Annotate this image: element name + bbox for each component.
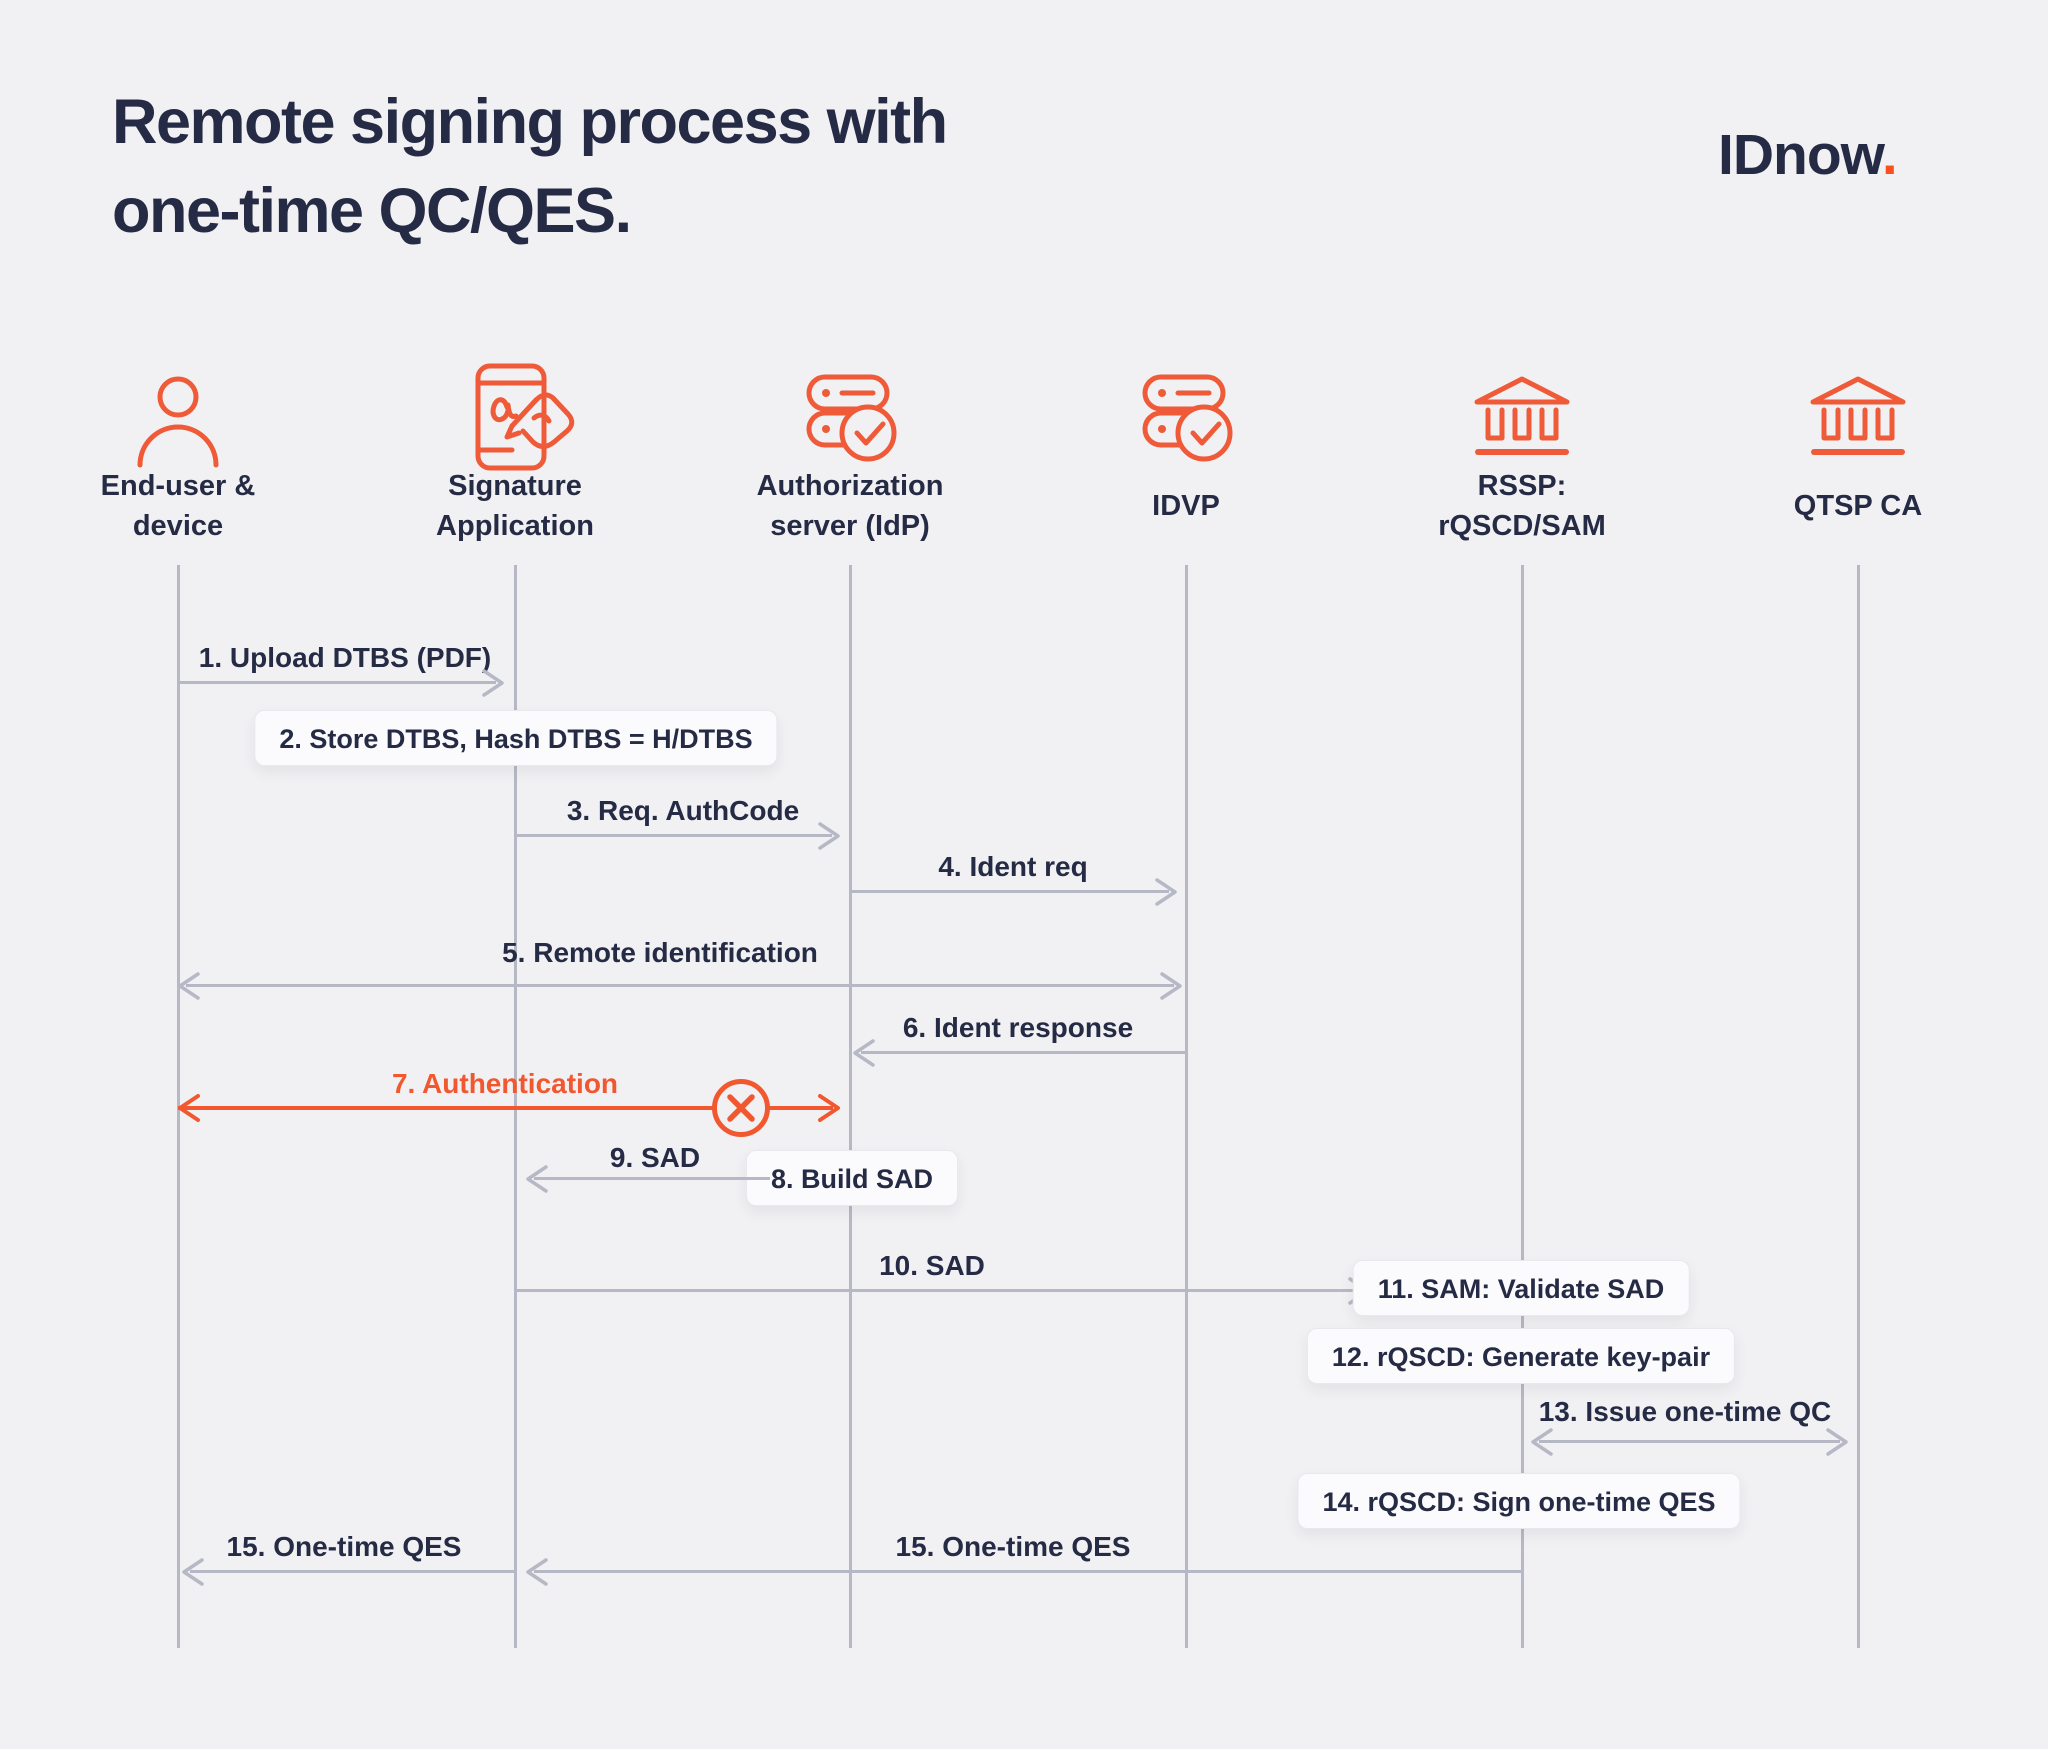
page-title-line1: Remote signing process with — [112, 87, 948, 157]
page-title: Remote signing process with one-time QC/… — [112, 78, 948, 256]
arrowhead-left-icon — [182, 1558, 204, 1586]
note-12: 12. rQSCD: Generate key-pair — [1306, 1328, 1736, 1384]
actor-label-line: End-user & — [100, 470, 256, 502]
message-arrow-3 — [515, 834, 832, 837]
actor-label-idvp: IDVP — [1152, 490, 1220, 522]
server-check-icon — [1131, 372, 1241, 468]
note-8: 8. Build SAD — [745, 1150, 959, 1206]
message-arrow-1 — [178, 681, 496, 684]
message-arrow-13 — [1539, 1440, 1840, 1443]
message-label-13: 13. Issue one-time QC — [1538, 1396, 1832, 1427]
actor-label-line: device — [132, 510, 224, 542]
message-arrow-9 — [534, 1177, 770, 1180]
message-arrow-7 — [178, 1106, 833, 1110]
message-label-3: 3. Req. AuthCode — [566, 795, 800, 826]
actor-label-signature-app: Signature Application — [436, 466, 594, 546]
message-arrow-15b — [190, 1570, 515, 1573]
arrowhead-left-icon — [526, 1165, 548, 1193]
message-label-5: 5. Remote identification — [502, 937, 818, 968]
message-label-7: 7. Authentication — [391, 1068, 619, 1099]
bank-icon — [1803, 372, 1913, 464]
arrowhead-left-icon — [1531, 1428, 1553, 1456]
arrowhead-right-icon — [818, 822, 840, 850]
arrowhead-left-icon — [526, 1558, 548, 1586]
message-label-10: 10. SAD — [879, 1250, 985, 1281]
arrowhead-left-icon — [178, 972, 200, 1000]
message-arrow-5 — [186, 984, 1174, 987]
x-circle-icon — [712, 1079, 770, 1137]
note-11: 11. SAM: Validate SAD — [1352, 1260, 1690, 1316]
lifeline-auth-server — [849, 565, 852, 1648]
message-label-15b: 15. One-time QES — [226, 1531, 462, 1562]
actor-label-line: Signature — [448, 470, 582, 502]
actor-label-line: Application — [436, 510, 594, 542]
idnow-logo-dot: . — [1881, 123, 1898, 187]
lifeline-qtsp-ca — [1857, 565, 1860, 1648]
note-2: 2. Store DTBS, Hash DTBS = H/DTBS — [254, 710, 778, 766]
actor-label-rssp: RSSP: rQSCD/SAM — [1438, 466, 1606, 546]
actor-label-line: Authorization — [756, 470, 944, 502]
arrowhead-left-icon — [853, 1039, 875, 1067]
arrowhead-right-icon — [818, 1094, 840, 1122]
arrowhead-right-icon — [1155, 878, 1177, 906]
lifeline-rssp — [1521, 565, 1524, 1648]
actor-label-line: rQSCD/SAM — [1438, 510, 1606, 542]
message-label-4: 4. Ident req — [938, 851, 1088, 882]
note-14: 14. rQSCD: Sign one-time QES — [1297, 1473, 1741, 1529]
idnow-logo: IDnow. — [1718, 122, 1898, 188]
arrowhead-right-icon — [1826, 1428, 1848, 1456]
message-label-6: 6. Ident response — [902, 1012, 1134, 1043]
message-arrow-10 — [515, 1289, 1362, 1292]
actor-label-qtsp-ca: QTSP CA — [1793, 490, 1923, 522]
lifeline-idvp — [1185, 565, 1188, 1648]
idnow-logo-text: IDnow — [1718, 123, 1883, 187]
actor-label-end-user: End-user & device — [101, 466, 256, 546]
actor-label-line: server (IdP) — [770, 510, 930, 542]
message-arrow-4 — [850, 890, 1169, 893]
person-icon — [118, 372, 238, 468]
message-label-1: 1. Upload DTBS (PDF) — [198, 642, 492, 673]
message-arrow-6 — [861, 1051, 1186, 1054]
message-arrow-15a — [534, 1570, 1522, 1573]
arrowhead-right-icon — [1160, 972, 1182, 1000]
arrowhead-right-icon — [482, 669, 504, 697]
page-title-line2: one-time QC/QES. — [112, 176, 632, 246]
actor-label-auth-server: Authorization server (IdP) — [757, 466, 944, 546]
message-label-15a: 15. One-time QES — [895, 1531, 1131, 1562]
server-check-icon — [795, 372, 905, 468]
message-label-9: 9. SAD — [609, 1142, 701, 1173]
actor-label-line: RSSP: — [1477, 470, 1567, 502]
arrowhead-left-icon — [178, 1094, 200, 1122]
signature-phone-icon — [450, 360, 580, 480]
bank-icon — [1467, 372, 1577, 464]
